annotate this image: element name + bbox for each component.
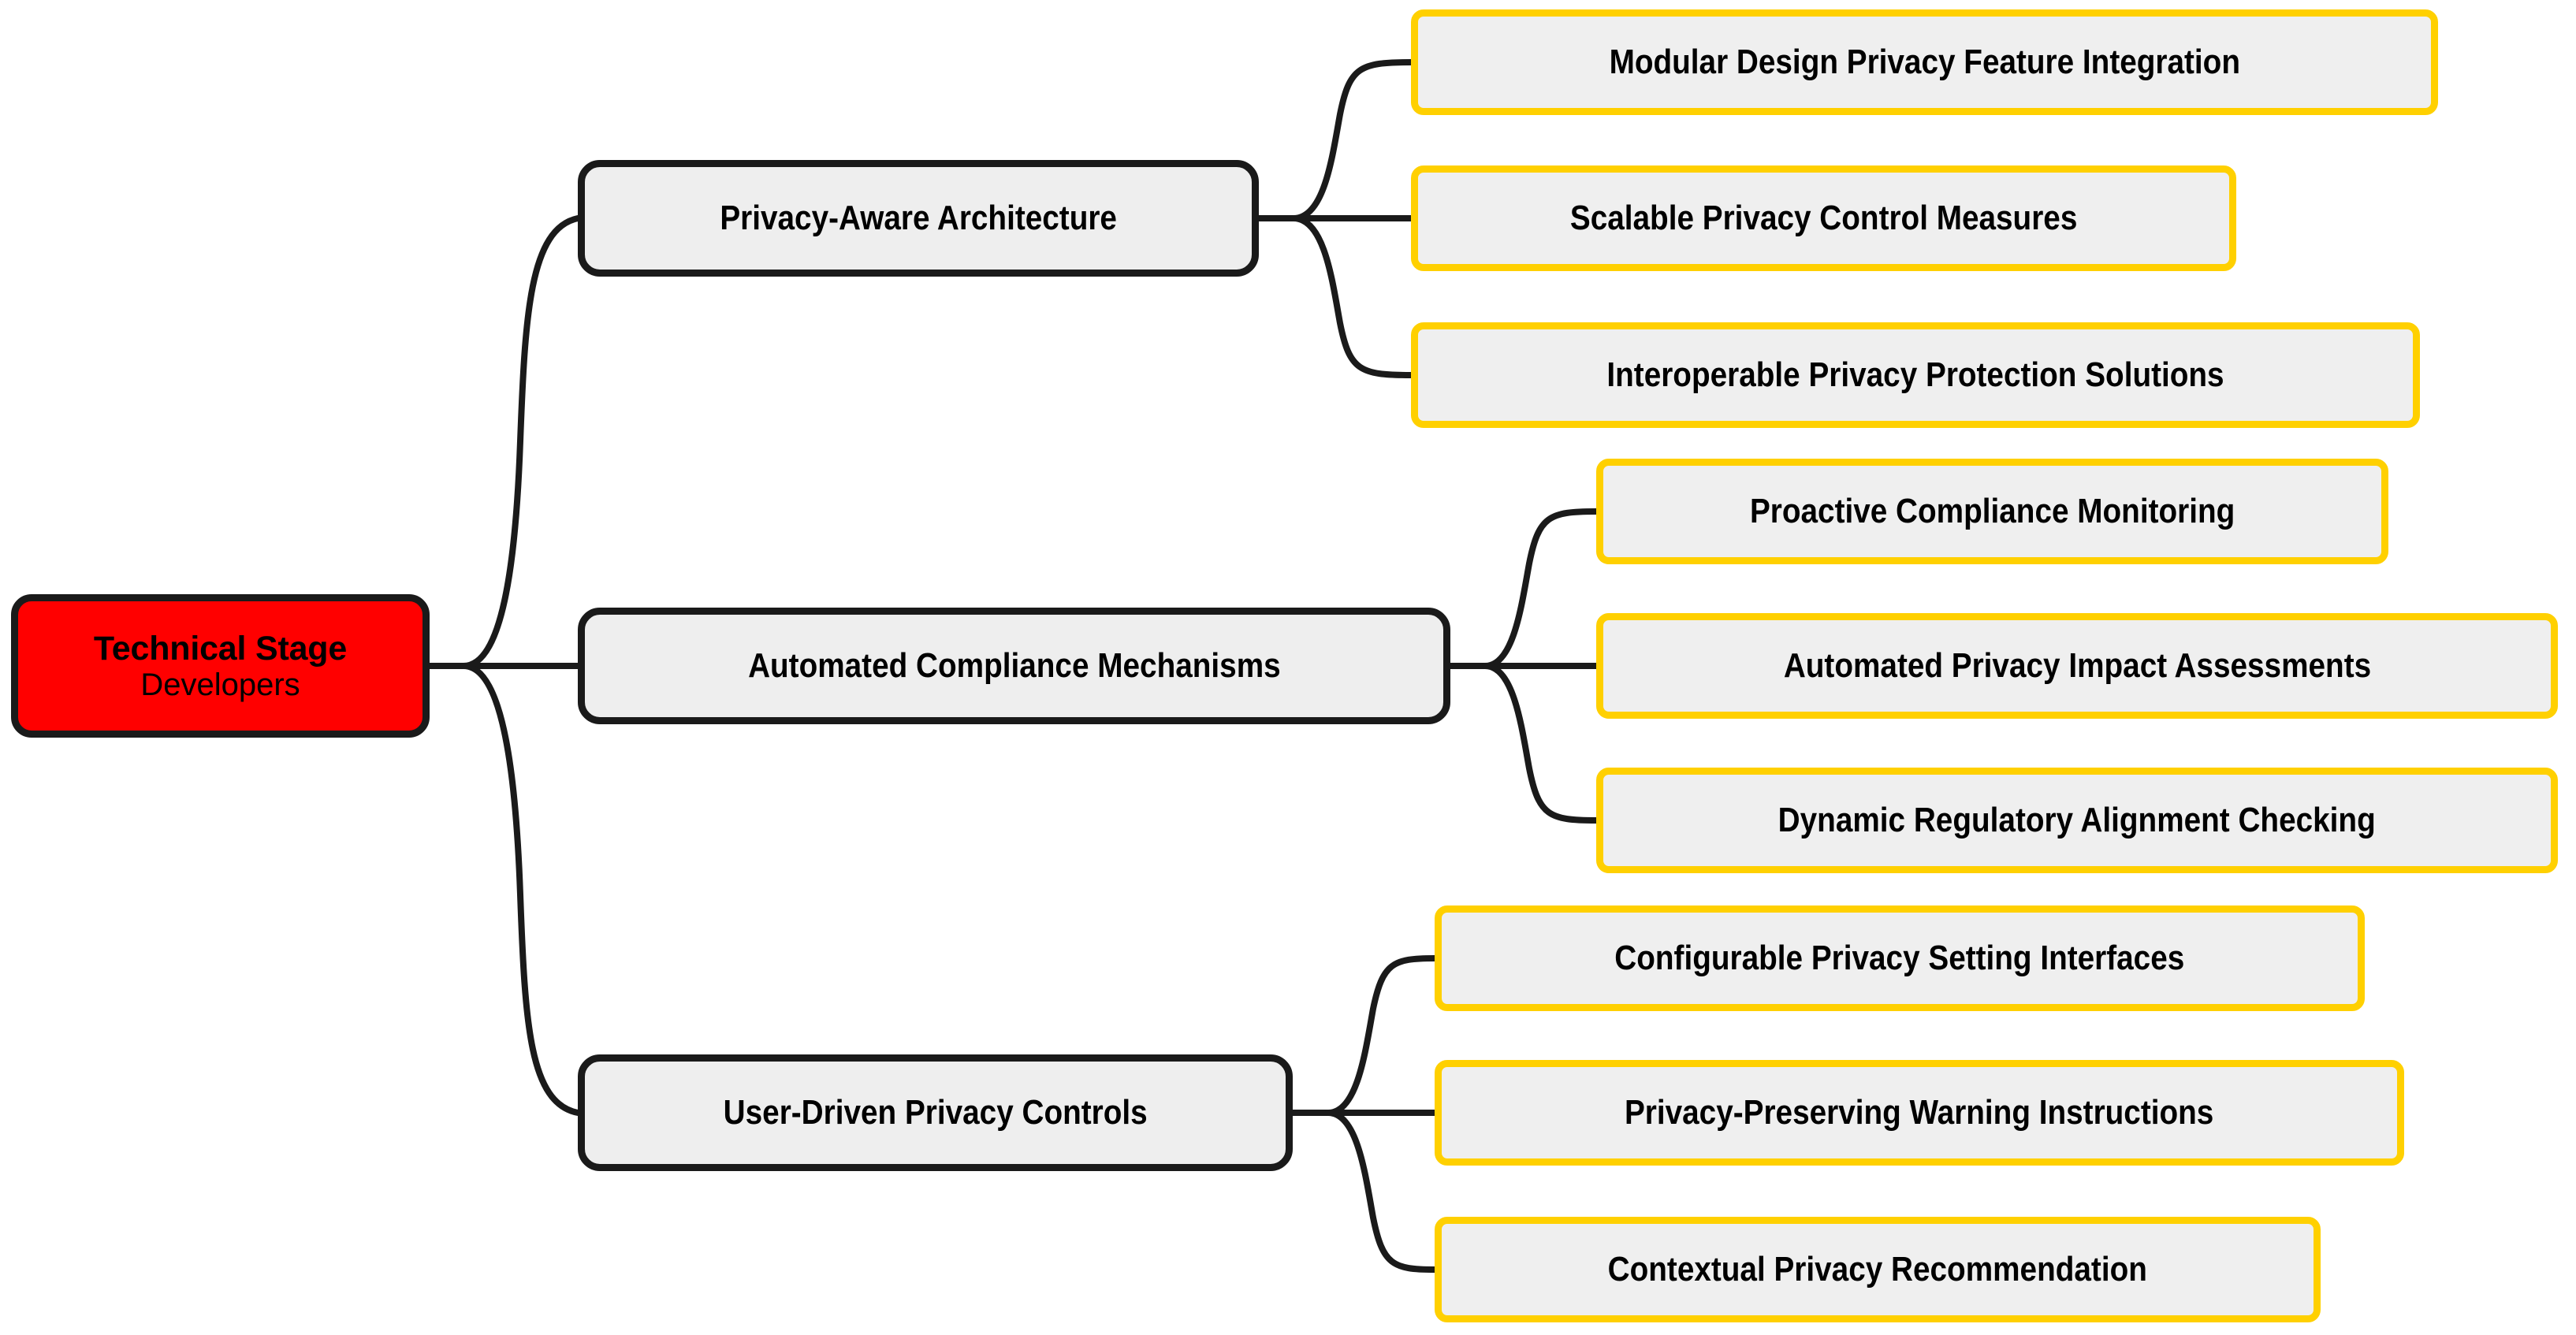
branch-node-privacy-aware-architecture[interactable]: Privacy-Aware Architecture	[578, 160, 1259, 277]
edge-branch-2-leaf-3	[1482, 663, 1599, 824]
edge-branch-1-leaf-3	[1290, 215, 1414, 378]
edge-branch-3-leaf-1	[1325, 955, 1438, 1116]
root-title: Technical Stage	[93, 629, 348, 668]
branch-node-user-driven-privacy-controls[interactable]: User-Driven Privacy Controls	[578, 1054, 1293, 1171]
leaf-node-configurable-privacy-setting-interfaces[interactable]: Configurable Privacy Setting Interfaces	[1435, 905, 2365, 1011]
edge-branch-2-leaf-1	[1482, 508, 1599, 669]
leaf-node-scalable-privacy-control-measures[interactable]: Scalable Privacy Control Measures	[1411, 165, 2236, 271]
edge-root-branch-1	[460, 215, 581, 669]
leaf-node-automated-privacy-impact-assessments[interactable]: Automated Privacy Impact Assessments	[1596, 613, 2558, 719]
leaf-label: Contextual Privacy Recommendation	[1607, 1250, 2148, 1289]
root-node[interactable]: Technical Stage Developers	[11, 594, 430, 738]
leaf-node-contextual-privacy-recommendation[interactable]: Contextual Privacy Recommendation	[1435, 1217, 2321, 1322]
leaf-label: Scalable Privacy Control Measures	[1569, 199, 2078, 237]
leaf-node-interoperable-privacy-protection-solutions[interactable]: Interoperable Privacy Protection Solutio…	[1411, 322, 2420, 428]
branch-label: Privacy-Aware Architecture	[720, 199, 1117, 237]
branch-node-automated-compliance-mechanisms[interactable]: Automated Compliance Mechanisms	[578, 608, 1450, 724]
leaf-node-dynamic-regulatory-alignment-checking[interactable]: Dynamic Regulatory Alignment Checking	[1596, 768, 2558, 873]
leaf-label: Configurable Privacy Setting Interfaces	[1614, 939, 2185, 977]
root-subtitle: Developers	[140, 667, 300, 702]
leaf-node-modular-design-privacy-feature-integration[interactable]: Modular Design Privacy Feature Integrati…	[1411, 9, 2438, 115]
edge-root-branch-3	[460, 663, 581, 1116]
branch-label: User-Driven Privacy Controls	[723, 1093, 1148, 1132]
edge-branch-3-leaf-3	[1325, 1110, 1438, 1273]
leaf-label: Automated Privacy Impact Assessments	[1783, 646, 2371, 685]
leaf-label: Dynamic Regulatory Alignment Checking	[1778, 801, 2377, 839]
branch-label: Automated Compliance Mechanisms	[747, 646, 1281, 685]
leaf-label: Modular Design Privacy Feature Integrati…	[1609, 43, 2240, 81]
leaf-label: Privacy-Preserving Warning Instructions	[1625, 1093, 2214, 1132]
leaf-label: Interoperable Privacy Protection Solutio…	[1606, 355, 2224, 394]
leaf-node-privacy-preserving-warning-instructions[interactable]: Privacy-Preserving Warning Instructions	[1435, 1060, 2404, 1166]
leaf-label: Proactive Compliance Monitoring	[1749, 492, 2235, 530]
edge-branch-1-leaf-1	[1290, 59, 1414, 221]
leaf-node-proactive-compliance-monitoring[interactable]: Proactive Compliance Monitoring	[1596, 459, 2388, 564]
